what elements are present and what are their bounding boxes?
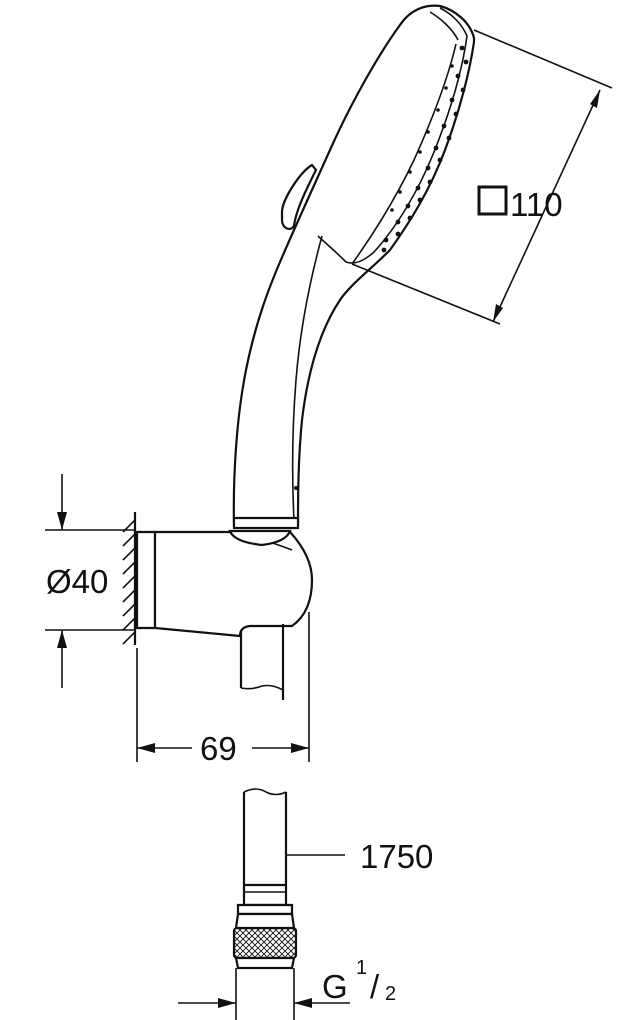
hose-lower: [232, 788, 298, 970]
hand-shower: [232, 4, 476, 530]
dimension-holder-diameter: Ø40: [45, 474, 135, 688]
thread-numerator: 1: [356, 957, 367, 979]
wall-holder: [135, 529, 314, 638]
wall-hatch: [122, 512, 137, 645]
diameter-symbol: Ø: [46, 563, 72, 600]
holder-depth-value: 69: [200, 730, 237, 767]
hose-length-value: 1750: [360, 838, 433, 875]
dimension-thread: G 1 / 2: [178, 957, 396, 1020]
thread-denominator: 2: [385, 983, 396, 1005]
head-size-value: 110: [510, 186, 563, 223]
holder-diameter-label: Ø40: [46, 563, 108, 600]
thread-slash: /: [370, 968, 380, 1005]
connection-nut: [232, 926, 298, 960]
thread-letter: G: [322, 968, 348, 1005]
dimension-holder-depth: 69: [136, 612, 310, 767]
dimension-head-size: 110: [351, 29, 613, 325]
dimension-hose-length: 1750: [286, 838, 433, 875]
square-symbol: [477, 185, 508, 216]
holder-diameter-value: 40: [72, 563, 109, 600]
hose-upper: [239, 624, 285, 700]
